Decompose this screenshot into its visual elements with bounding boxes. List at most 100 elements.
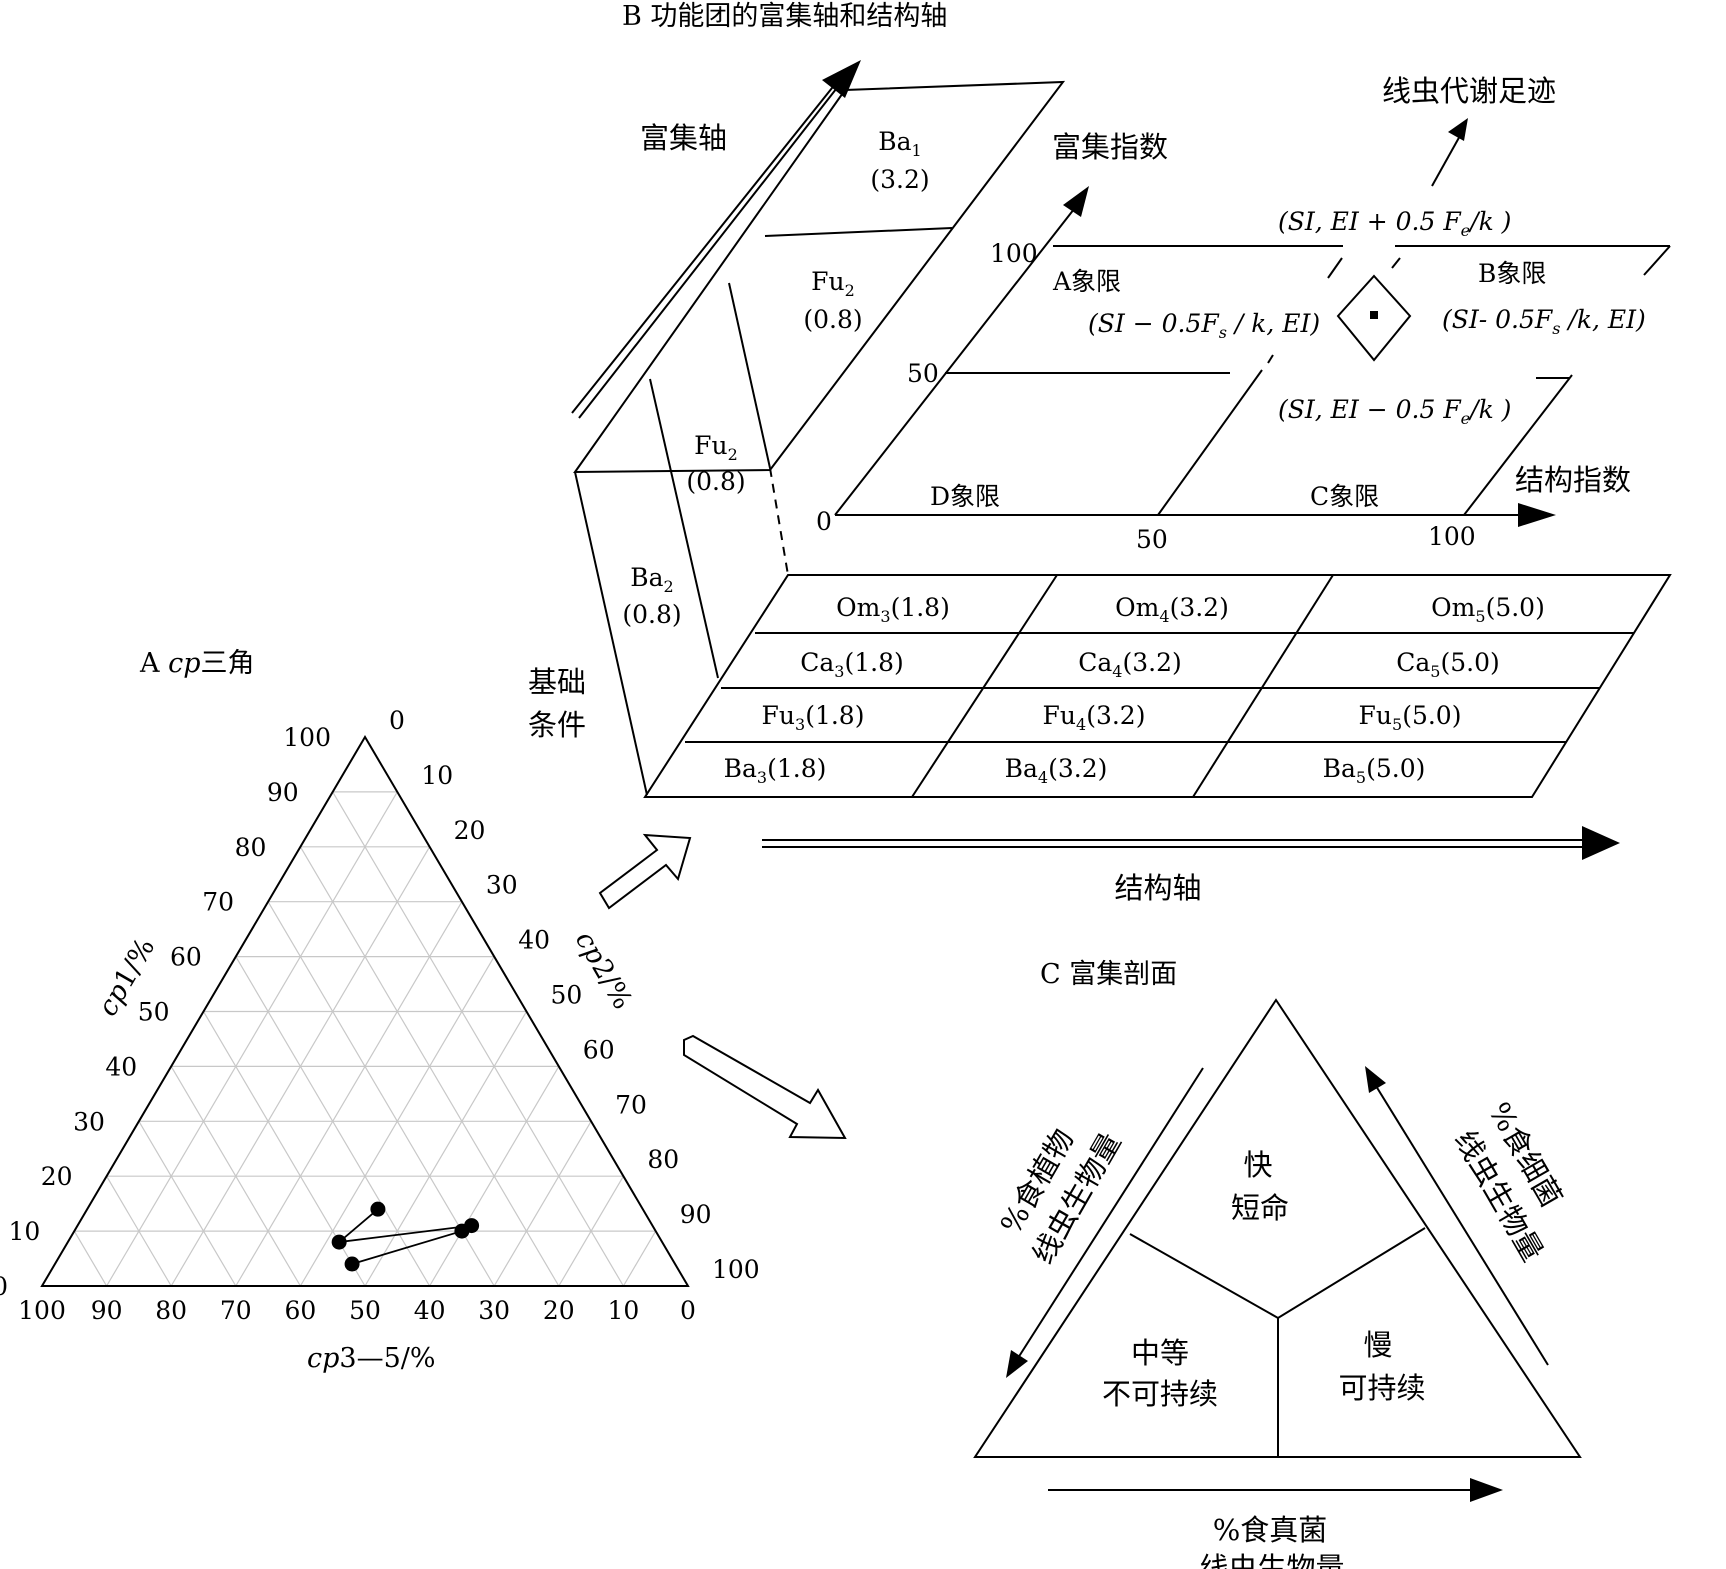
medium-label-2: 不可持续	[1102, 1377, 1218, 1411]
grid-line	[235, 901, 463, 1287]
left-tick-label: 40	[105, 1052, 137, 1081]
left-tick-label: 30	[73, 1107, 105, 1136]
grid-line	[267, 901, 495, 1287]
quadrant-d: D象限	[930, 482, 1000, 511]
panel-c-enrichment-profile: C 富集剖面 快 短命 中等 不可持续 慢 可持续 %食植物 线虫生物量 %食细…	[973, 959, 1582, 1569]
wall-cell-ba1-value: (3.2)	[870, 165, 929, 194]
right-tick-label: 30	[486, 871, 518, 900]
footprint-arrow	[1431, 133, 1462, 187]
formula-left: (SI − 0.5Fs / k, EI)	[1088, 309, 1320, 342]
enrichment-index-axis	[834, 194, 1086, 516]
grid-cell-label: Fu3(1.8)	[762, 701, 865, 734]
panel-b-functional-guilds: B 功能团的富集轴和结构轴 富集轴 Ba1 (3.2) Fu2 (0.8) Fu…	[528, 1, 1672, 905]
grid-cell-label: Fu5(5.0)	[1359, 701, 1462, 734]
slow-label: 慢	[1363, 1328, 1392, 1362]
profile-divider-left	[1129, 1227, 1426, 1320]
grid-cell-label: Ca5(5.0)	[1396, 648, 1500, 681]
right-tick-label: 50	[551, 981, 583, 1010]
formula-bottom: (SI, EI − 0.5 Fe/k )	[1278, 395, 1511, 428]
formula-top: (SI, EI + 0.5 Fe/k )	[1278, 207, 1511, 240]
wall-horizontal-divider	[764, 227, 953, 237]
fungivore-label-2: 线虫生物量	[1199, 1551, 1344, 1569]
wall-front-edge	[574, 471, 648, 796]
sample-point	[344, 1256, 360, 1272]
basal-grid-outline	[643, 574, 1672, 798]
wall-cell-ba2: Ba2	[630, 563, 673, 596]
si-tick-100: 100	[1428, 522, 1476, 551]
fast-label-2: 短命	[1231, 1191, 1289, 1225]
bottom-tick-label: 20	[543, 1296, 575, 1325]
enrichment-index-arrowhead	[1063, 186, 1089, 217]
enrichment-index-label: 富集指数	[1052, 130, 1168, 164]
si-tick-50: 50	[1136, 525, 1168, 554]
structure-index-arrowhead	[1518, 503, 1556, 527]
right-tick-label: 70	[615, 1090, 647, 1119]
grid-cell-label: Ba4(3.2)	[1005, 754, 1108, 787]
basal-grid-col-2	[1192, 574, 1334, 798]
left-tick-label: 100	[283, 723, 331, 752]
basal-grid-col-1	[911, 574, 1058, 798]
bottom-tick-label: 70	[220, 1296, 252, 1325]
wall-cell-fu2-top-value: (0.8)	[803, 305, 862, 334]
grid-cell-label: Ca4(3.2)	[1078, 648, 1182, 681]
right-tick-label: 100	[712, 1255, 760, 1284]
left-tick-label: 60	[170, 943, 202, 972]
quadrant-a: A象限	[1052, 267, 1121, 296]
wall-cell-fu2-top: Fu2	[811, 267, 855, 300]
ei-tick-0: 0	[816, 507, 832, 536]
footprint-label: 线虫代谢足迹	[1382, 74, 1556, 108]
grid-line	[138, 1120, 237, 1287]
fungivore-label: %食真菌	[1213, 1513, 1328, 1547]
left-tick-label: 80	[235, 833, 267, 862]
hollow-arrow-to-panel-b	[598, 833, 692, 910]
left-tick-label: 50	[138, 998, 170, 1027]
grid-line	[106, 1175, 172, 1287]
structure-index-label: 结构指数	[1515, 463, 1631, 497]
wall-cell-ba1: Ba1	[878, 127, 921, 160]
enrichment-axis-arrowhead	[822, 60, 861, 98]
grid-cell-label: Ba3(1.8)	[724, 754, 827, 787]
bottom-tick-label: 80	[155, 1296, 187, 1325]
enrichment-axis-label: 富集轴	[640, 121, 727, 155]
quadrant-b: B象限	[1478, 259, 1546, 288]
basal-condition-line2: 条件	[528, 708, 586, 742]
hollow-arrow-to-panel-c	[683, 1034, 847, 1140]
bacterivore-arrowhead	[1365, 1066, 1386, 1093]
right-tick-label: 60	[583, 1035, 615, 1064]
bottom-tick-label: 0	[680, 1296, 696, 1325]
ei-tick-50: 50	[907, 359, 939, 388]
grid-cell-label: Ba5(5.0)	[1323, 754, 1426, 787]
ei-tick-100: 100	[990, 239, 1038, 268]
plane-right-edge-upper	[1643, 245, 1671, 276]
grid-line	[170, 1066, 301, 1287]
left-tick-label: 20	[41, 1162, 73, 1191]
wall-cell-ba2-value: (0.8)	[622, 600, 681, 629]
plane-mid-column	[1157, 369, 1263, 516]
sample-point	[370, 1201, 386, 1217]
panel-a-title: A cp三角	[139, 648, 255, 679]
bottom-tick-label: 90	[91, 1296, 123, 1325]
right-tick-label: 0	[389, 706, 405, 735]
bottom-tick-label: 40	[414, 1296, 446, 1325]
wall-divider-2	[728, 282, 771, 469]
structure-axis-arrowhead	[1582, 826, 1620, 860]
fungivore-arrowhead	[1470, 1478, 1503, 1502]
bottom-tick-label: 30	[478, 1296, 510, 1325]
bottom-tick-label: 10	[607, 1296, 639, 1325]
wall-outline	[573, 80, 1066, 474]
sample-point	[454, 1223, 470, 1239]
herbivore-arrow	[1017, 1067, 1204, 1359]
wall-divider-dashed	[769, 467, 789, 576]
grid-cell-label: Om5(5.0)	[1431, 593, 1545, 626]
grid-cell-label: Fu4(3.2)	[1043, 701, 1146, 734]
right-tick-label: 10	[421, 761, 453, 790]
grid-line	[622, 1230, 657, 1287]
grid-line	[73, 1230, 108, 1287]
triangle-outline	[40, 735, 690, 1287]
bottom-tick-label: 100	[18, 1296, 66, 1325]
